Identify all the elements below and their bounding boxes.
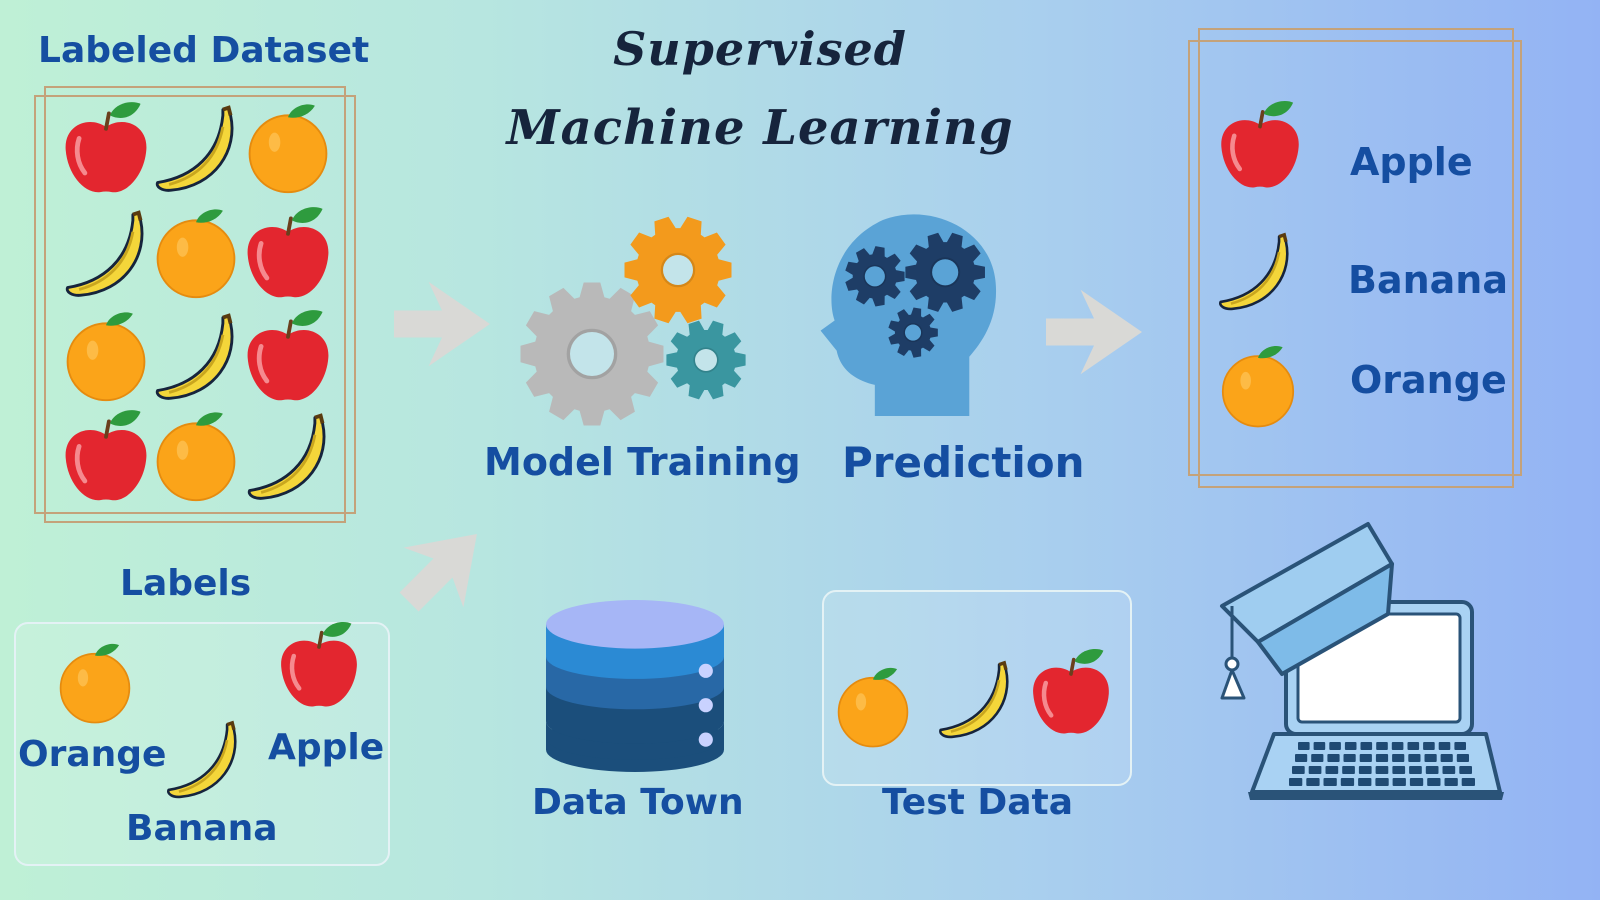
head-gear-large-icon [905,232,985,312]
model-training-label: Model Training [484,440,801,484]
orange-icon [240,100,336,196]
brain-head-icon [820,214,997,416]
gears-icon [520,216,746,426]
banana-icon [148,100,244,196]
head-gear-bottom-icon [888,307,938,358]
labels-apple-text: Apple [268,727,385,768]
test-data-label: Test Data [882,782,1074,823]
orange-icon [52,640,138,726]
orange-icon [1214,340,1302,432]
output-frame [1188,40,1522,476]
gear-teal-icon [666,320,746,400]
labeled-dataset-frame [34,95,356,514]
banana-icon [58,205,154,301]
labels-orange-text: Orange [18,734,167,775]
gear-gray-icon [520,282,664,426]
orange-icon [148,408,244,504]
head-gear-small-icon [845,246,905,307]
output-label-orange: Orange [1350,358,1507,402]
apple-icon [1214,92,1306,198]
output-frame-inner [1198,28,1514,488]
labeled-dataset-frame-inner [44,86,346,523]
database-icon [546,600,724,772]
orange-icon [148,205,244,301]
prediction-label: Prediction [842,438,1085,487]
laptop-graduation-cap-icon [1220,522,1504,800]
output-label-apple: Apple [1350,140,1473,184]
title-line-1: Supervised [613,22,907,76]
banana-icon [932,646,1018,752]
apple-icon [1026,640,1116,744]
labeled-dataset-heading: Labeled Dataset [38,30,370,71]
banana-icon [240,408,336,504]
gear-orange-icon [624,216,732,324]
arrow-icon [370,495,516,641]
arrow-icon [1038,284,1150,380]
arrow-icon [386,276,498,372]
apple-icon [58,408,154,504]
orange-icon [830,662,916,752]
apple-icon [240,205,336,301]
output-label-banana: Banana [1348,258,1508,302]
data-town-label: Data Town [532,782,744,823]
apple-icon [58,100,154,196]
apple-icon [240,308,336,404]
apple-icon [274,620,364,710]
banana-icon [148,308,244,404]
banana-icon [160,706,246,812]
labels-banana-text: Banana [126,808,278,849]
orange-icon [58,308,154,404]
labels-heading: Labels [120,563,252,604]
banana-icon [1212,218,1298,324]
title-line-2: Machine Learning [506,100,1014,156]
